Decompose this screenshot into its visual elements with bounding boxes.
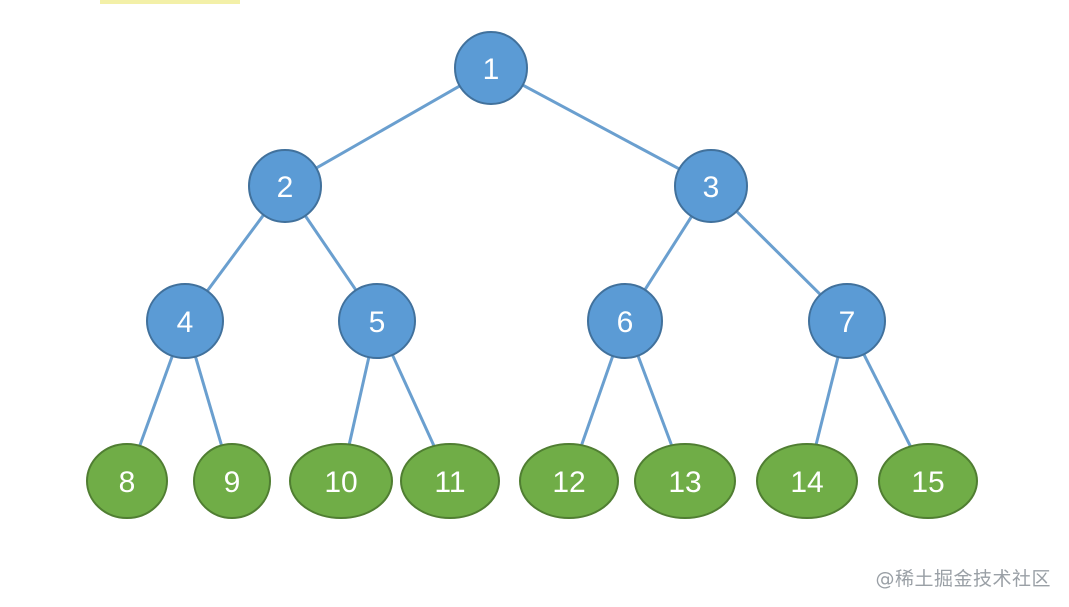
tree-node-4: 4 [146,283,224,359]
node-label-15: 15 [911,466,944,499]
node-label-11: 11 [434,466,465,499]
node-label-8: 8 [119,466,136,499]
node-shape-1 [454,31,528,105]
edge-6-12 [580,355,615,446]
node-label-5: 5 [369,306,386,339]
node-shape-10 [289,443,393,519]
edge-1-2 [315,84,461,170]
tree-node-12: 12 [519,443,619,519]
tree-node-10: 10 [289,443,393,519]
node-shape-7 [808,283,886,359]
tree-node-1: 1 [454,31,528,105]
edge-2-4 [206,214,265,292]
node-shape-12 [519,443,619,519]
tree-node-9: 9 [193,443,271,519]
node-label-2: 2 [277,171,294,204]
edge-3-6 [643,215,693,291]
node-shape-4 [146,283,224,359]
tree-node-15: 15 [878,443,978,519]
edge-5-11 [391,354,436,447]
tree-node-3: 3 [674,149,748,223]
tree-node-8: 8 [86,443,168,519]
edge-4-9 [194,356,223,446]
node-label-1: 1 [483,53,500,86]
tree-node-14: 14 [756,443,858,519]
top-highlight-mark [100,0,240,4]
node-label-3: 3 [703,171,720,204]
node-shape-5 [338,283,416,359]
node-label-6: 6 [617,306,634,339]
edge-7-15 [862,353,912,448]
edge-7-14 [814,356,840,445]
node-shape-14 [756,443,858,519]
edge-6-13 [636,355,674,446]
node-label-10: 10 [324,466,357,499]
edge-2-5 [304,214,358,292]
tree-node-2: 2 [248,149,322,223]
edge-1-3 [522,83,680,171]
tree-node-13: 13 [634,443,736,519]
node-shape-2 [248,149,322,223]
tree-node-5: 5 [338,283,416,359]
node-shape-15 [878,443,978,519]
edge-4-8 [138,355,174,447]
tree-node-7: 7 [808,283,886,359]
edge-3-7 [735,210,822,296]
node-shape-9 [193,443,271,519]
node-shape-3 [674,149,748,223]
tree-edges [138,83,912,448]
node-label-9: 9 [224,466,241,499]
node-label-7: 7 [839,306,856,339]
node-shape-13 [634,443,736,519]
node-label-14: 14 [790,466,823,499]
node-shape-8 [86,443,168,519]
edge-5-10 [347,356,371,445]
tree-node-11: 11 [400,443,500,519]
node-shape-11 [400,443,500,519]
node-shape-6 [587,283,663,359]
node-label-4: 4 [177,306,194,339]
node-label-12: 12 [552,466,585,499]
watermark: @稀土掘金技术社区 [875,568,1051,590]
node-label-13: 13 [668,466,701,499]
tree-node-6: 6 [587,283,663,359]
